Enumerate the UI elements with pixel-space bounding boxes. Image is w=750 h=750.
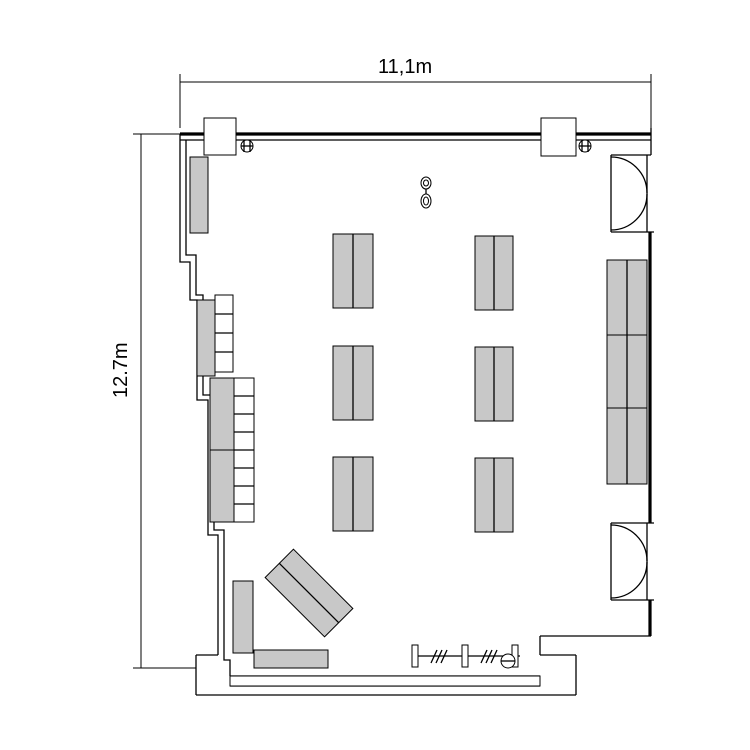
corner-cabinet-vertical	[232, 580, 254, 654]
column-right	[540, 117, 577, 157]
chair-row-upper	[214, 294, 234, 373]
column-left	[203, 117, 237, 156]
chair-row-lower	[233, 377, 255, 523]
door-bottom-right	[610, 523, 648, 600]
wall-fixture-left	[240, 139, 254, 153]
center-table-5	[332, 456, 374, 532]
right-wall-tables	[606, 259, 648, 485]
angled-table	[264, 548, 354, 638]
left-cabinet-lower	[209, 377, 235, 523]
center-table-3	[332, 345, 374, 421]
center-table-6	[474, 457, 514, 533]
center-table-4	[474, 346, 514, 422]
wall-fixture-right	[578, 139, 592, 153]
left-shelf-top	[189, 156, 209, 234]
corner-cabinet-horizontal	[253, 649, 329, 669]
width-dimension-label: 11,1m	[378, 56, 433, 78]
ceiling-fixture	[420, 176, 432, 209]
door-top-right	[610, 155, 648, 232]
height-dimension-label: 12.7m	[110, 342, 132, 398]
width-dimension-line	[179, 74, 652, 128]
left-cabinet-upper	[196, 299, 216, 377]
equipment-rack	[411, 644, 520, 669]
center-table-2	[474, 235, 514, 311]
room-walls	[179, 128, 654, 696]
center-table-1	[332, 233, 374, 309]
